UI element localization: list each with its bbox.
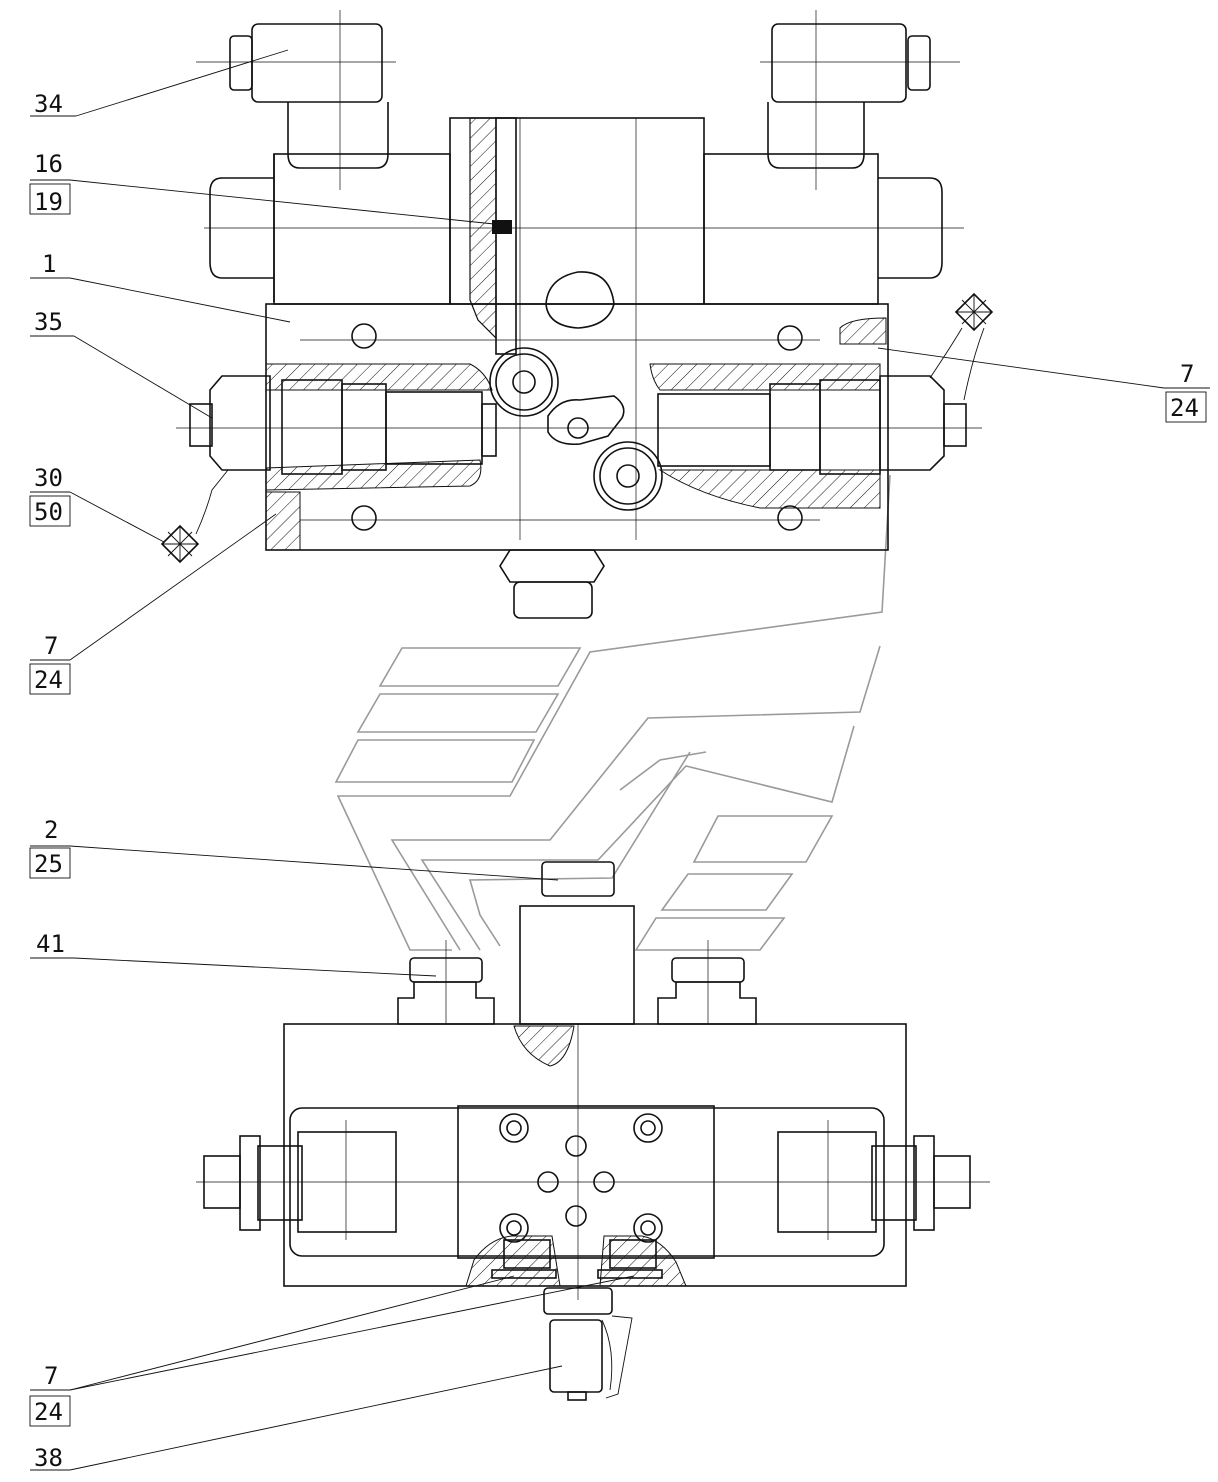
callout-1: 1: [42, 250, 56, 278]
callout-2-label: 2: [44, 816, 58, 844]
callout-41-label: 41: [36, 930, 65, 958]
callout-25-label: 25: [34, 850, 63, 878]
callout-16-label: 16: [34, 150, 63, 178]
bottom-sensor: [543, 1287, 633, 1401]
callout-24-label: 24: [34, 1398, 63, 1426]
upper-bottom-fitting: [499, 549, 605, 619]
left-connector: [229, 23, 389, 169]
callout-1-label: 1: [42, 250, 56, 278]
left-solenoid: [209, 153, 451, 305]
upper-block: [176, 10, 982, 551]
callout-19-label: 19: [34, 188, 63, 216]
callout-34-label: 34: [34, 90, 63, 118]
lower-view: [196, 861, 990, 1401]
callout-24-label: 24: [34, 666, 63, 694]
callout-7-24-upper-right: 7 24: [1165, 360, 1207, 423]
callout-7-24-upper-left: 7 24: [29, 632, 71, 695]
callout-7-label: 7: [1180, 360, 1194, 388]
leader-lines: [30, 49, 1210, 1471]
callout-38: 38: [34, 1444, 63, 1472]
callout-34: 34: [34, 90, 63, 118]
lead-seals: [160, 292, 994, 564]
lower-block: [196, 940, 990, 1300]
callout-30-label: 30: [34, 464, 63, 492]
valve-central-body: [449, 117, 705, 540]
callout-41: 41: [36, 930, 65, 958]
callout-7-label: 7: [44, 632, 58, 660]
callout-35: 35: [34, 308, 63, 336]
callout-16-19: 16 19: [29, 150, 71, 216]
top-fittings: [397, 861, 757, 1025]
callout-7-24-lower: 7 24: [29, 1362, 71, 1427]
callout-2-25: 2 25: [29, 816, 71, 879]
watermark-logo: [334, 474, 891, 951]
callout-30-50: 30 50: [29, 464, 71, 527]
upper-view: [160, 10, 994, 619]
callout-24-label: 24: [1170, 394, 1199, 422]
callout-38-label: 38: [34, 1444, 63, 1472]
callout-35-label: 35: [34, 308, 63, 336]
callout-7-label: 7: [44, 1362, 58, 1390]
right-connector: [767, 23, 931, 169]
right-solenoid: [703, 153, 943, 305]
callout-50-label: 50: [34, 498, 63, 526]
